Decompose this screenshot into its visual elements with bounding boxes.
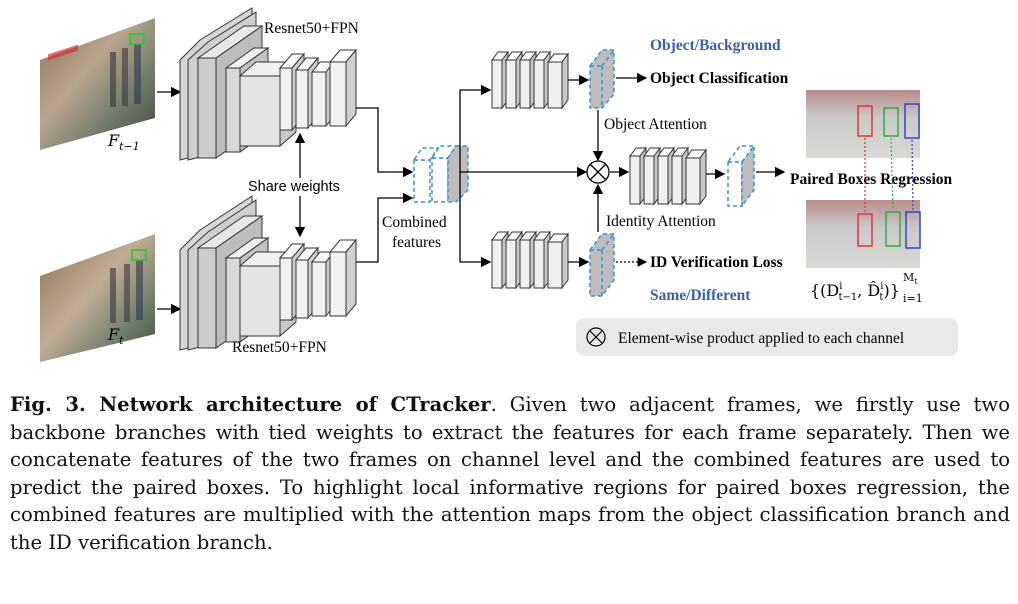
object-attention-map [589,49,615,109]
id-verification-branch-blocks [491,230,569,290]
backbone-bottom [179,195,358,351]
backbone-bottom-label: Resnet50+FPN [232,339,327,356]
pair-set-lower: i=1 [903,292,923,305]
regression-output-map [726,143,756,209]
caption-label: Fig. 3. Network architecture of CTracker [10,393,491,416]
frame-cur-image [40,234,155,362]
elementwise-product-icon [586,160,610,184]
network-architecture-diagram: Ft−1 Ft Resnet50+FPN [40,7,958,362]
combined-label-line2: features [392,234,441,251]
identity-attention-label: Identity Attention [606,213,716,230]
id-verification-loss-label: ID Verification Loss [650,254,783,271]
same-different-label: Same/Different [650,287,751,304]
classification-branch-blocks [491,50,569,110]
object-background-label: Object/Background [650,37,781,54]
backbone-top-label: Resnet50+FPN [264,20,359,37]
legend-text: Element-wise product applied to each cha… [618,330,904,347]
regression-branch-blocks [629,146,707,206]
pair-set-upper: Mt [903,271,918,286]
backbone-top [179,7,358,161]
frame-prev-label: Ft−1 [107,131,140,153]
output-image-prev [806,90,920,158]
legend-product-icon [586,327,606,347]
paired-boxes-regression-label: Paired Boxes Regression [790,171,953,188]
caption-text: . Given two adjacent frames, we firstly … [10,393,1011,554]
combined-features-block [412,145,469,203]
output-image-cur [806,200,921,268]
legend-box [576,318,958,356]
object-classification-label: Object Classification [650,70,789,87]
share-weights-label: Share weights [248,179,340,195]
frame-cur-label: Ft [107,325,124,347]
object-attention-label: Object Attention [604,116,707,133]
frame-prev-image [40,18,155,150]
figure-caption: Fig. 3. Network architecture of CTracker… [10,391,1010,556]
identity-attention-map [589,233,615,297]
combined-label-line1: Combined [382,214,447,231]
